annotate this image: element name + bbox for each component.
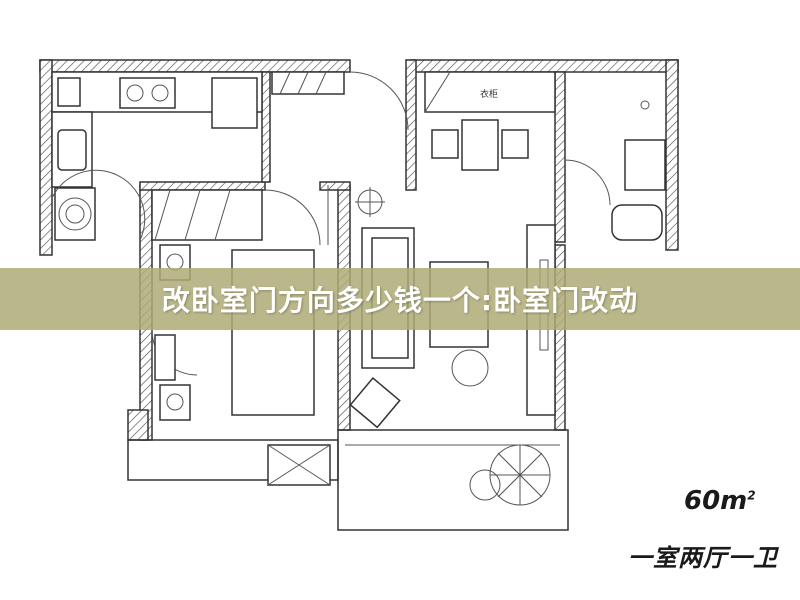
balcony-area — [127, 429, 569, 531]
bathroom-area — [564, 100, 666, 241]
area-unit-sup: 2 — [747, 488, 756, 503]
kitchen-area — [51, 71, 409, 241]
area-label: 60m2 — [684, 486, 756, 516]
title-banner: 改卧室门方向多少钱一个:卧室门改动 — [0, 268, 800, 330]
wardrobe-label: 衣柜 — [480, 88, 498, 100]
living-dining-area: 衣柜 — [327, 71, 556, 429]
layout-type-label: 一室两厅一卫 — [628, 544, 778, 572]
outer-walls — [39, 59, 679, 441]
banner-title: 改卧室门方向多少钱一个:卧室门改动 — [161, 284, 639, 317]
bedroom-area — [151, 189, 321, 421]
area-value: 60m — [684, 486, 748, 516]
